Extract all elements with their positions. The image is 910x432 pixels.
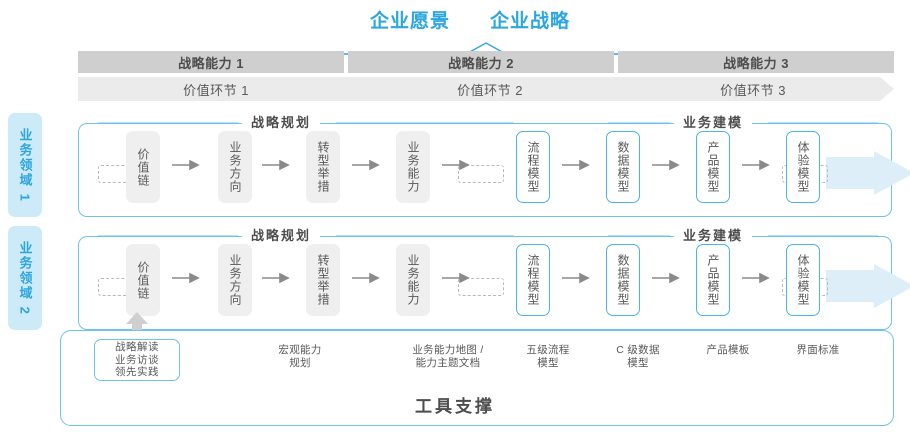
node-data-model[interactable]: 数据模型: [606, 244, 640, 316]
flow-arrow-icon: [442, 272, 470, 284]
value-segment-cell-1: 价值环节 1: [78, 77, 368, 101]
business-domain-tag-1: 业务领域 1: [8, 113, 42, 217]
tool-item-capability-map: 业务能力地图 / 能力主题文档: [378, 344, 518, 370]
placeholder-slot: [458, 278, 504, 296]
flow-arrow-icon: [172, 159, 200, 171]
tool-label-line-1: 业务能力地图 /: [412, 344, 484, 356]
node-business-direction[interactable]: 业务方向: [218, 244, 252, 316]
enterprise-strategy-title: 企业战略: [490, 11, 571, 32]
value-segment-label-2: 价值环节 2: [457, 82, 523, 98]
value-segment-cell-3: 价值环节 3: [626, 77, 894, 101]
node-process-model[interactable]: 流程模型: [516, 131, 550, 203]
tool-first-line-3: 领先实践: [115, 366, 159, 379]
tool-label-line-1: 宏观能力: [278, 344, 322, 356]
flow-arrow-icon: [562, 272, 590, 284]
vision-strategy-header: 企业愿景 企业战略: [0, 6, 910, 36]
value-segment-label-1: 价值环节 1: [183, 82, 249, 98]
domain-row-1: 战略规划 业务建模 价值链 业务方向 转型举措 业务能力 流程模型 数据模型 产…: [78, 113, 910, 217]
section-caption-modeling-1: 业务建模: [674, 115, 753, 131]
tool-label-line-2: 模型: [537, 357, 559, 369]
flow-arrow-icon: [652, 159, 680, 171]
node-business-capability[interactable]: 业务能力: [396, 244, 430, 316]
value-segment-cell-2: 价值环节 2: [352, 77, 642, 101]
tool-label-line-2: 模型: [627, 357, 649, 369]
tool-label-line-1: 产品模板: [706, 344, 750, 356]
node-value-chain[interactable]: 价值链: [126, 131, 160, 203]
tool-first-line-2: 业务访谈: [115, 353, 159, 366]
tool-item-product-template: 产品模板: [676, 344, 780, 357]
capability-cell-3: 战略能力 3: [618, 51, 894, 73]
tool-item-macro-capability-planning: 宏观能力 规划: [240, 344, 360, 370]
tool-label-line-2: 能力主题文档: [415, 357, 481, 369]
domain-row-container-1: [78, 123, 892, 217]
tool-first-line-1: 战略解读: [115, 341, 159, 354]
flow-arrow-icon: [352, 159, 380, 171]
flow-arrow-icon: [172, 272, 200, 284]
tool-label-line-1: C 级数据: [616, 344, 660, 356]
node-business-capability[interactable]: 业务能力: [396, 131, 430, 203]
value-segment-label-3: 价值环节 3: [720, 82, 786, 98]
enterprise-vision-title: 企业愿景: [370, 11, 451, 32]
flow-arrow-icon: [352, 272, 380, 284]
node-value-chain[interactable]: 价值链: [126, 244, 160, 316]
tool-label-line-1: 界面标准: [796, 344, 840, 356]
node-product-model[interactable]: 产品模型: [696, 244, 730, 316]
tool-item-five-level-process-model: 五级流程 模型: [496, 344, 600, 370]
placeholder-slot: [458, 165, 504, 183]
node-experience-model[interactable]: 体验模型: [786, 244, 820, 316]
flow-arrow-icon: [262, 159, 290, 171]
tool-support-container: [60, 330, 894, 426]
tool-item-strategy-interpretation[interactable]: 战略解读 业务访谈 领先实践: [94, 339, 180, 381]
tool-label-line-2: 规划: [289, 357, 311, 369]
capability-cell-2: 战略能力 2: [348, 51, 614, 73]
business-domain-tag-2: 业务领域 2: [8, 226, 42, 330]
node-business-direction[interactable]: 业务方向: [218, 131, 252, 203]
node-data-model[interactable]: 数据模型: [606, 131, 640, 203]
section-caption-planning-1: 战略规划: [242, 115, 321, 131]
tool-item-c-level-data-model: C 级数据 模型: [586, 344, 690, 370]
section-caption-planning-2: 战略规划: [242, 228, 321, 244]
node-transformation-initiative[interactable]: 转型举措: [306, 131, 340, 203]
flow-arrow-icon: [442, 159, 470, 171]
section-caption-modeling-2: 业务建模: [674, 228, 753, 244]
node-process-model[interactable]: 流程模型: [516, 244, 550, 316]
node-experience-model[interactable]: 体验模型: [786, 131, 820, 203]
flow-arrow-icon: [652, 272, 680, 284]
flow-arrow-icon: [262, 272, 290, 284]
value-segment-row: 价值环节 1 价值环节 2 价值环节 3: [78, 77, 894, 101]
flow-arrow-icon: [742, 159, 770, 171]
flow-arrow-icon: [562, 159, 590, 171]
capability-cell-1: 战略能力 1: [78, 51, 344, 73]
tool-support-title: 工具支撑: [415, 397, 495, 416]
tool-label-line-1: 五级流程: [526, 344, 570, 356]
capability-bar-row: 战略能力 1 战略能力 2 战略能力 3: [78, 51, 894, 73]
domain-row-container-2: [78, 236, 892, 330]
flow-arrow-icon: [742, 272, 770, 284]
tool-item-interface-standard: 界面标准: [766, 344, 870, 357]
node-product-model[interactable]: 产品模型: [696, 131, 730, 203]
node-transformation-initiative[interactable]: 转型举措: [306, 244, 340, 316]
